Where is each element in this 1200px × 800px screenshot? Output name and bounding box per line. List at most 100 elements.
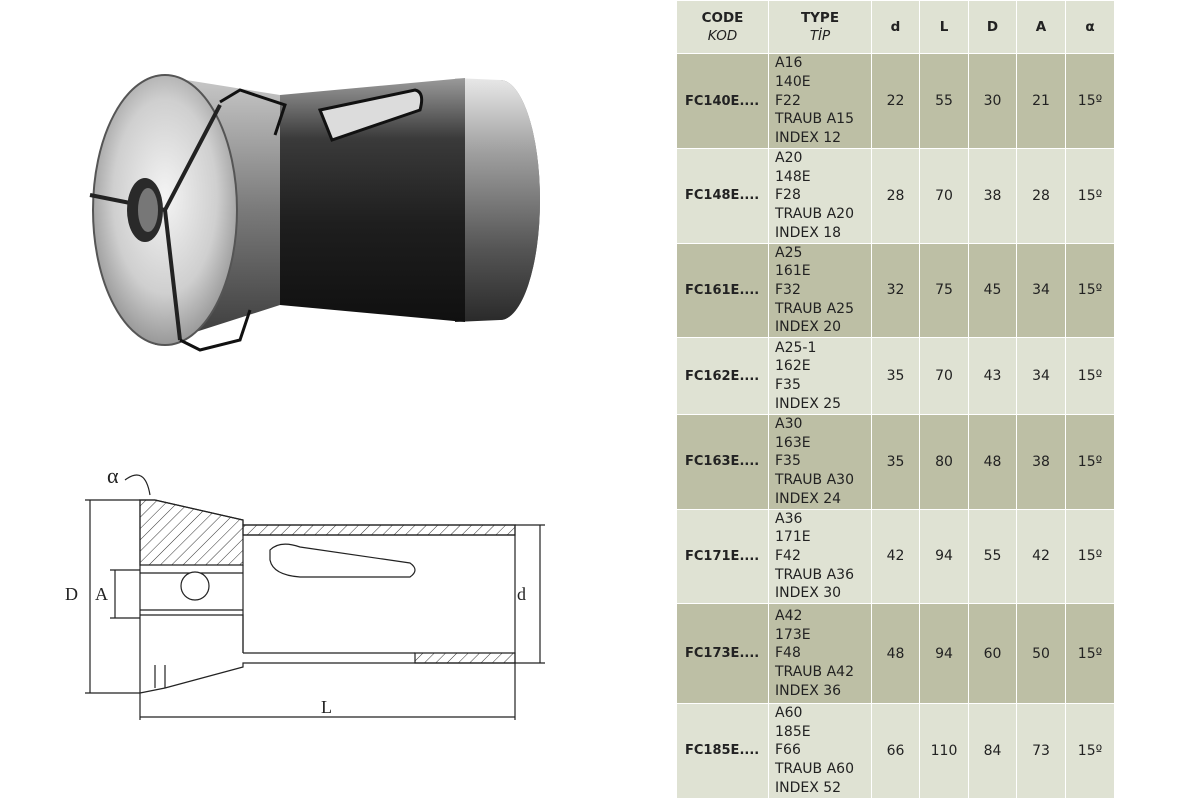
type-designation: 140E bbox=[775, 73, 811, 90]
L-cell: 75 bbox=[919, 242, 969, 339]
type-designation: A25-1 bbox=[775, 339, 817, 356]
header-alpha: α bbox=[1065, 0, 1115, 54]
spec-table: CODE KOD TYPE TİP d L D A α FC140E....A1… bbox=[676, 0, 1115, 799]
collet-section-drawing: α D A d L bbox=[65, 463, 545, 720]
collet-photo bbox=[89, 74, 540, 352]
type-designation: 161E bbox=[775, 263, 811, 280]
header-d: d bbox=[871, 0, 920, 54]
type-designation: INDEX 18 bbox=[775, 224, 842, 241]
type-designation: A16 bbox=[775, 55, 803, 72]
header-code: CODE KOD bbox=[676, 0, 769, 54]
drawing-label-L: L bbox=[321, 697, 332, 717]
drawing-label-d: d bbox=[517, 584, 526, 604]
drawing-label-D: D bbox=[65, 584, 78, 604]
A-cell: 21 bbox=[1016, 53, 1066, 149]
d-cell: 22 bbox=[871, 53, 920, 149]
header-L: L bbox=[919, 0, 969, 54]
d-cell: 48 bbox=[871, 603, 920, 705]
alpha-cell: 15º bbox=[1065, 148, 1115, 244]
header-A: A bbox=[1016, 0, 1066, 54]
alpha-cell: 15º bbox=[1065, 603, 1115, 705]
header-type: TYPE TİP bbox=[768, 0, 872, 54]
type-designation: 162E bbox=[775, 358, 811, 375]
table-header-row: CODE KOD TYPE TİP d L D A α bbox=[676, 0, 1115, 54]
type-designation: TRAUB A30 bbox=[775, 472, 854, 489]
type-designation: F35 bbox=[775, 377, 801, 394]
type-designation: F35 bbox=[775, 453, 801, 470]
A-cell: 28 bbox=[1016, 148, 1066, 244]
D-cell: 60 bbox=[968, 603, 1017, 705]
d-cell: 32 bbox=[871, 242, 920, 339]
type-designation: 173E bbox=[775, 626, 811, 643]
D-cell: 55 bbox=[968, 508, 1017, 605]
type-designation: F48 bbox=[775, 645, 801, 662]
A-cell: 34 bbox=[1016, 242, 1066, 339]
L-cell: 94 bbox=[919, 508, 969, 605]
L-cell: 55 bbox=[919, 53, 969, 149]
type-designation: TRAUB A20 bbox=[775, 206, 854, 223]
alpha-cell: 15º bbox=[1065, 703, 1115, 799]
type-designation: A36 bbox=[775, 510, 803, 527]
L-cell: 94 bbox=[919, 603, 969, 705]
type-designation: 148E bbox=[775, 168, 811, 185]
type-designation: INDEX 36 bbox=[775, 682, 842, 699]
D-cell: 45 bbox=[968, 242, 1017, 339]
drawing-label-A: A bbox=[95, 584, 108, 604]
alpha-cell: 15º bbox=[1065, 508, 1115, 605]
type-designation: TRAUB A36 bbox=[775, 566, 854, 583]
D-cell: 30 bbox=[968, 53, 1017, 149]
d-cell: 35 bbox=[871, 337, 920, 416]
type-designation: INDEX 30 bbox=[775, 585, 842, 602]
code-cell: FC173E.... bbox=[676, 603, 769, 705]
type-designation: F42 bbox=[775, 547, 801, 564]
alpha-cell: 15º bbox=[1065, 337, 1115, 416]
D-cell: 43 bbox=[968, 337, 1017, 416]
d-cell: 28 bbox=[871, 148, 920, 244]
type-designation: F22 bbox=[775, 92, 801, 109]
alpha-cell: 15º bbox=[1065, 53, 1115, 149]
code-cell: FC163E.... bbox=[676, 414, 769, 510]
d-cell: 66 bbox=[871, 703, 920, 799]
code-cell: FC140E.... bbox=[676, 53, 769, 149]
type-designation: TRAUB A42 bbox=[775, 663, 854, 680]
A-cell: 38 bbox=[1016, 414, 1066, 510]
type-designation: A20 bbox=[775, 150, 803, 166]
type-designation: TRAUB A15 bbox=[775, 111, 854, 128]
d-cell: 35 bbox=[871, 414, 920, 510]
type-designation: A42 bbox=[775, 607, 803, 624]
type-designation: F32 bbox=[775, 281, 801, 298]
type-designation: TRAUB A25 bbox=[775, 300, 854, 317]
A-cell: 50 bbox=[1016, 603, 1066, 705]
type-designation: A60 bbox=[775, 705, 803, 722]
type-designation: INDEX 25 bbox=[775, 395, 842, 412]
D-cell: 38 bbox=[968, 148, 1017, 244]
type-designation: TRAUB A60 bbox=[775, 761, 854, 778]
alpha-cell: 15º bbox=[1065, 242, 1115, 339]
type-designation: INDEX 24 bbox=[775, 490, 842, 507]
type-designation: INDEX 12 bbox=[775, 130, 842, 147]
type-designation: INDEX 20 bbox=[775, 319, 842, 336]
header-D: D bbox=[968, 0, 1017, 54]
drawing-label-alpha: α bbox=[107, 463, 119, 488]
type-designation: F66 bbox=[775, 742, 801, 759]
header-type-sub: TİP bbox=[809, 28, 831, 44]
type-designation: F28 bbox=[775, 187, 801, 204]
type-designation: 185E bbox=[775, 723, 811, 740]
